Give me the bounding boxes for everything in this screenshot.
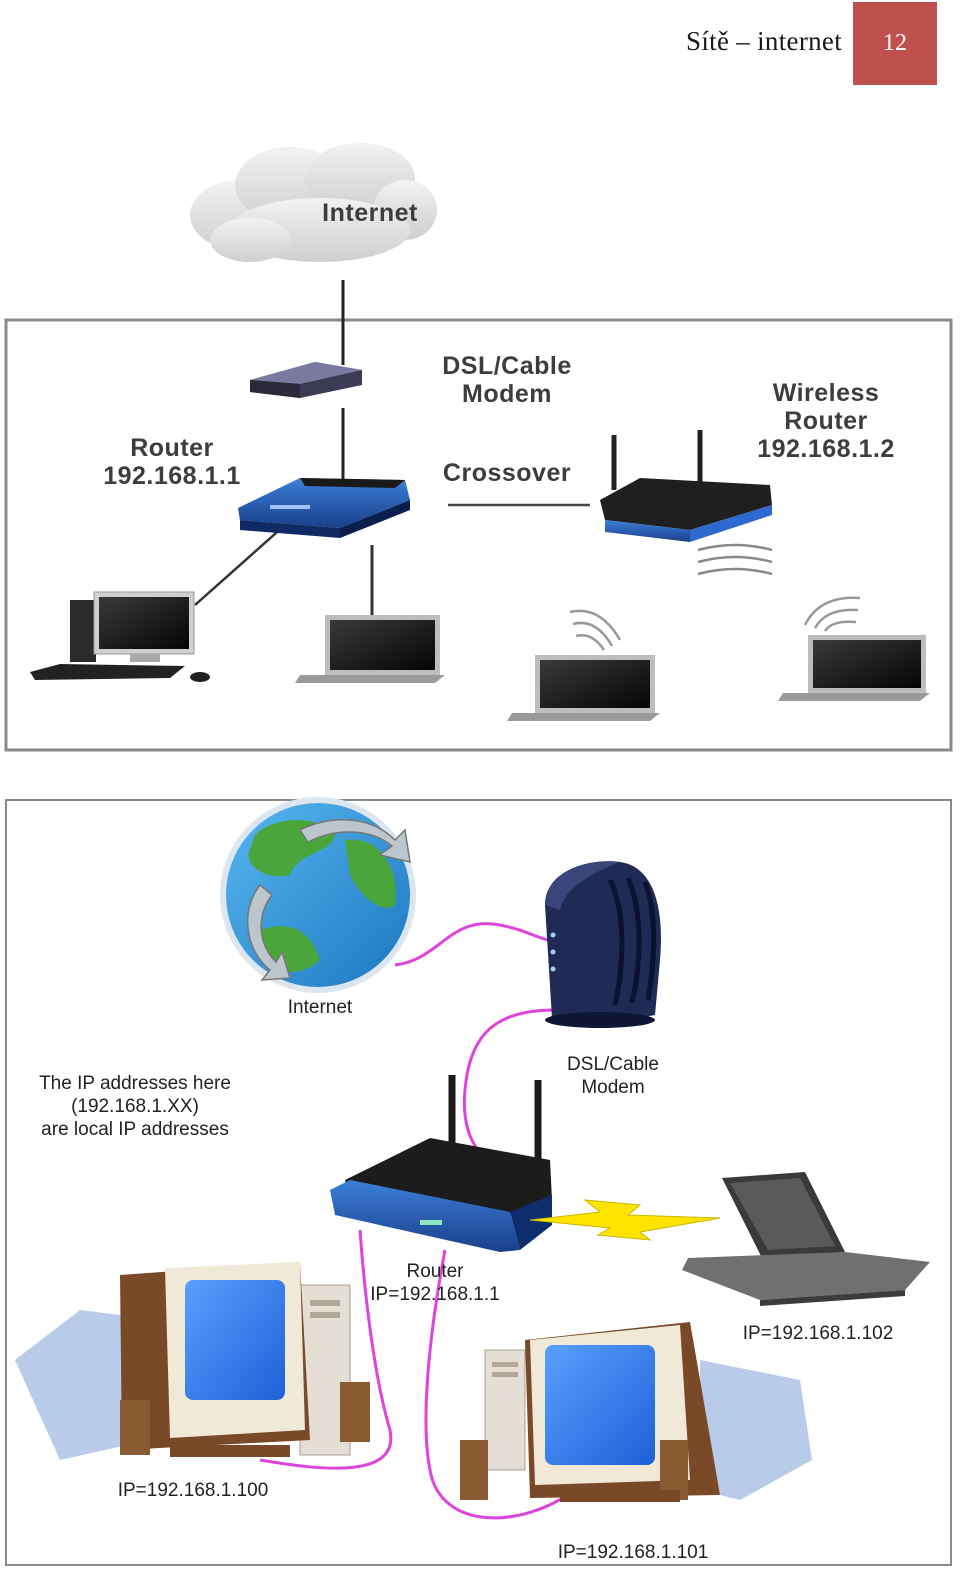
cable-modem-icon xyxy=(545,861,661,1028)
note-line1: The IP addresses here xyxy=(39,1073,231,1094)
page-number: 12 xyxy=(853,2,937,85)
wireless-router-label-line2: Router xyxy=(784,407,868,435)
laptop-icon xyxy=(295,615,445,683)
diagram-2: Internet DSL/Cable Modem The IP addresse… xyxy=(5,797,952,1566)
router-icon xyxy=(238,478,410,538)
wireless-link-icon xyxy=(529,1199,721,1241)
router-label-line2: 192.168.1.1 xyxy=(103,462,241,490)
wireless-router-label-line1: Wireless xyxy=(773,379,880,407)
router-label-line1: Router xyxy=(130,434,214,462)
router-label-2-line1: Router xyxy=(406,1261,464,1282)
crossover-label: Crossover xyxy=(443,459,571,487)
modem-label-line1: DSL/Cable xyxy=(442,352,572,380)
globe-icon xyxy=(220,797,416,993)
laptop-icon xyxy=(507,609,660,721)
wifi-waves-icon xyxy=(697,543,773,576)
pc2-ip-label: IP=192.168.1.101 xyxy=(558,1542,709,1563)
modem-label-line2: Modem xyxy=(462,380,552,408)
wireless-router-label-line3: 192.168.1.2 xyxy=(757,435,895,463)
router-label-2-line2: IP=192.168.1.1 xyxy=(370,1284,499,1305)
page-header: Sítě – internet 12 xyxy=(0,0,960,90)
laptop-icon-2 xyxy=(682,1172,930,1306)
pc1-ip-label: IP=192.168.1.100 xyxy=(118,1480,269,1501)
modem-label-2-line1: DSL/Cable xyxy=(567,1054,659,1075)
desktop-computer-icon-2 xyxy=(15,1262,370,1460)
laptop-ip-label: IP=192.168.1.102 xyxy=(743,1323,894,1344)
note-line3: are local IP addresses xyxy=(41,1119,229,1140)
modem-icon xyxy=(250,362,362,398)
modem-label-2-line2: Modem xyxy=(581,1077,644,1098)
internet-label-2: Internet xyxy=(288,997,353,1018)
laptop-icon xyxy=(778,596,930,701)
desktop-computer-icon-2b xyxy=(460,1322,812,1502)
cable xyxy=(194,524,286,606)
header-title: Sítě – internet xyxy=(686,26,842,56)
note-line2: (192.168.1.XX) xyxy=(71,1096,199,1117)
desktop-computer-icon xyxy=(30,591,210,682)
wireless-router-icon-2 xyxy=(330,1075,552,1252)
cloud-icon xyxy=(190,143,437,262)
network-cables xyxy=(259,922,576,1520)
diagram-1: Internet DSL/Cable Modem Router 192.168.… xyxy=(4,143,953,752)
wireless-router-icon xyxy=(600,430,772,542)
diagram-1-frame xyxy=(4,318,953,752)
internet-label: Internet xyxy=(322,199,418,227)
